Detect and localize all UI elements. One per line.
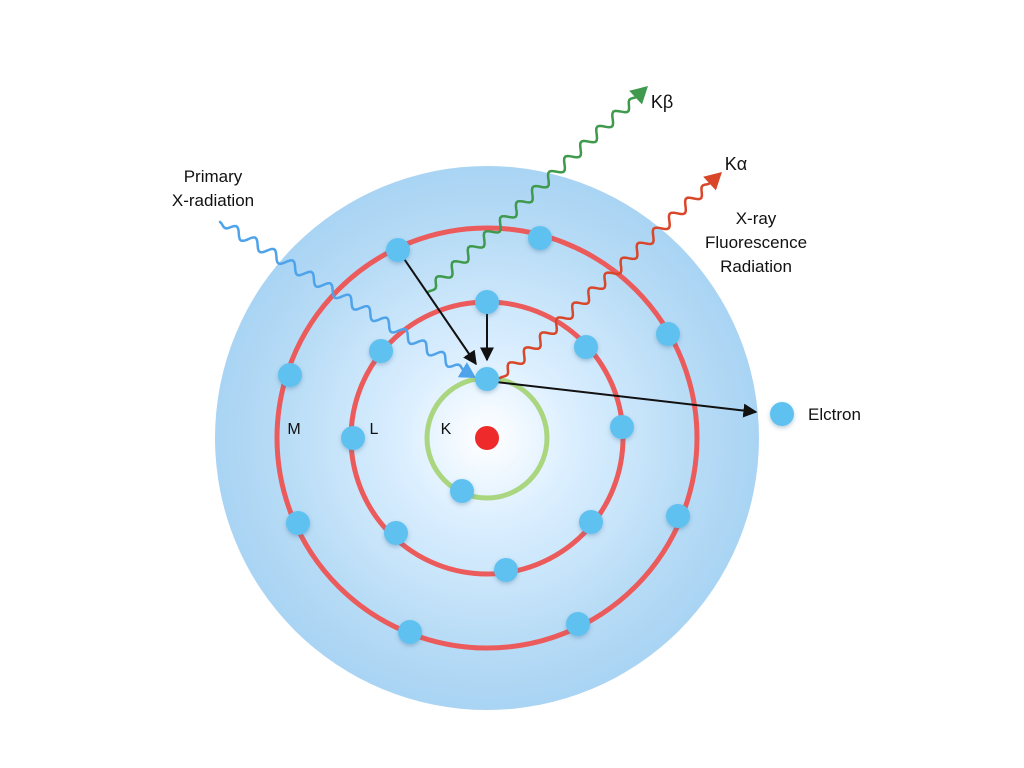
electron-m-8 <box>278 363 302 387</box>
k-beta-wave <box>426 96 637 294</box>
electron-l-1 <box>475 290 499 314</box>
primary-xray-arrowhead <box>457 362 476 378</box>
ejected-electron <box>770 402 794 426</box>
electron-m-2 <box>528 226 552 250</box>
electron-l-6 <box>384 521 408 545</box>
nucleus <box>475 426 499 450</box>
primary-xray-wave <box>218 220 464 371</box>
electron-m-4 <box>666 504 690 528</box>
shell-k-label: K <box>441 421 452 438</box>
electron-l-7 <box>341 426 365 450</box>
electron-label: Elctron <box>808 405 861 424</box>
k-beta-arrowhead <box>629 86 648 105</box>
electron-l-2 <box>574 335 598 359</box>
electron-k-1 <box>475 367 499 391</box>
shell-m-label: M <box>287 421 300 438</box>
electron-m-5 <box>566 612 590 636</box>
electron-l-3 <box>610 415 634 439</box>
m-to-k-transition-arrow <box>397 249 477 366</box>
electron-l-8 <box>369 339 393 363</box>
xrf-label-line2: Fluorescence <box>705 233 807 252</box>
shell-m-ring <box>274 225 700 651</box>
ejected-electron-arrow <box>486 380 758 418</box>
electron-m-3 <box>656 322 680 346</box>
shell-l-label: L <box>370 421 379 438</box>
electron-l-4 <box>579 510 603 534</box>
k-beta-label: Kβ <box>651 92 673 112</box>
xrf-label-line1: X-ray <box>736 209 777 228</box>
k-alpha-wave <box>498 182 711 380</box>
primary-xray-label-line1: Primary <box>184 167 243 186</box>
electron-k-2 <box>450 479 474 503</box>
k-alpha-arrowhead <box>703 172 722 191</box>
electrons <box>278 226 794 644</box>
electron-m-7 <box>286 511 310 535</box>
primary-xray-label-line2: X-radiation <box>172 191 254 210</box>
electron-m-6 <box>398 620 422 644</box>
k-alpha-label: Kα <box>725 154 747 174</box>
electron-m-1 <box>386 238 410 262</box>
xrf-label-line3: Radiation <box>720 257 792 276</box>
electron-l-5 <box>494 558 518 582</box>
